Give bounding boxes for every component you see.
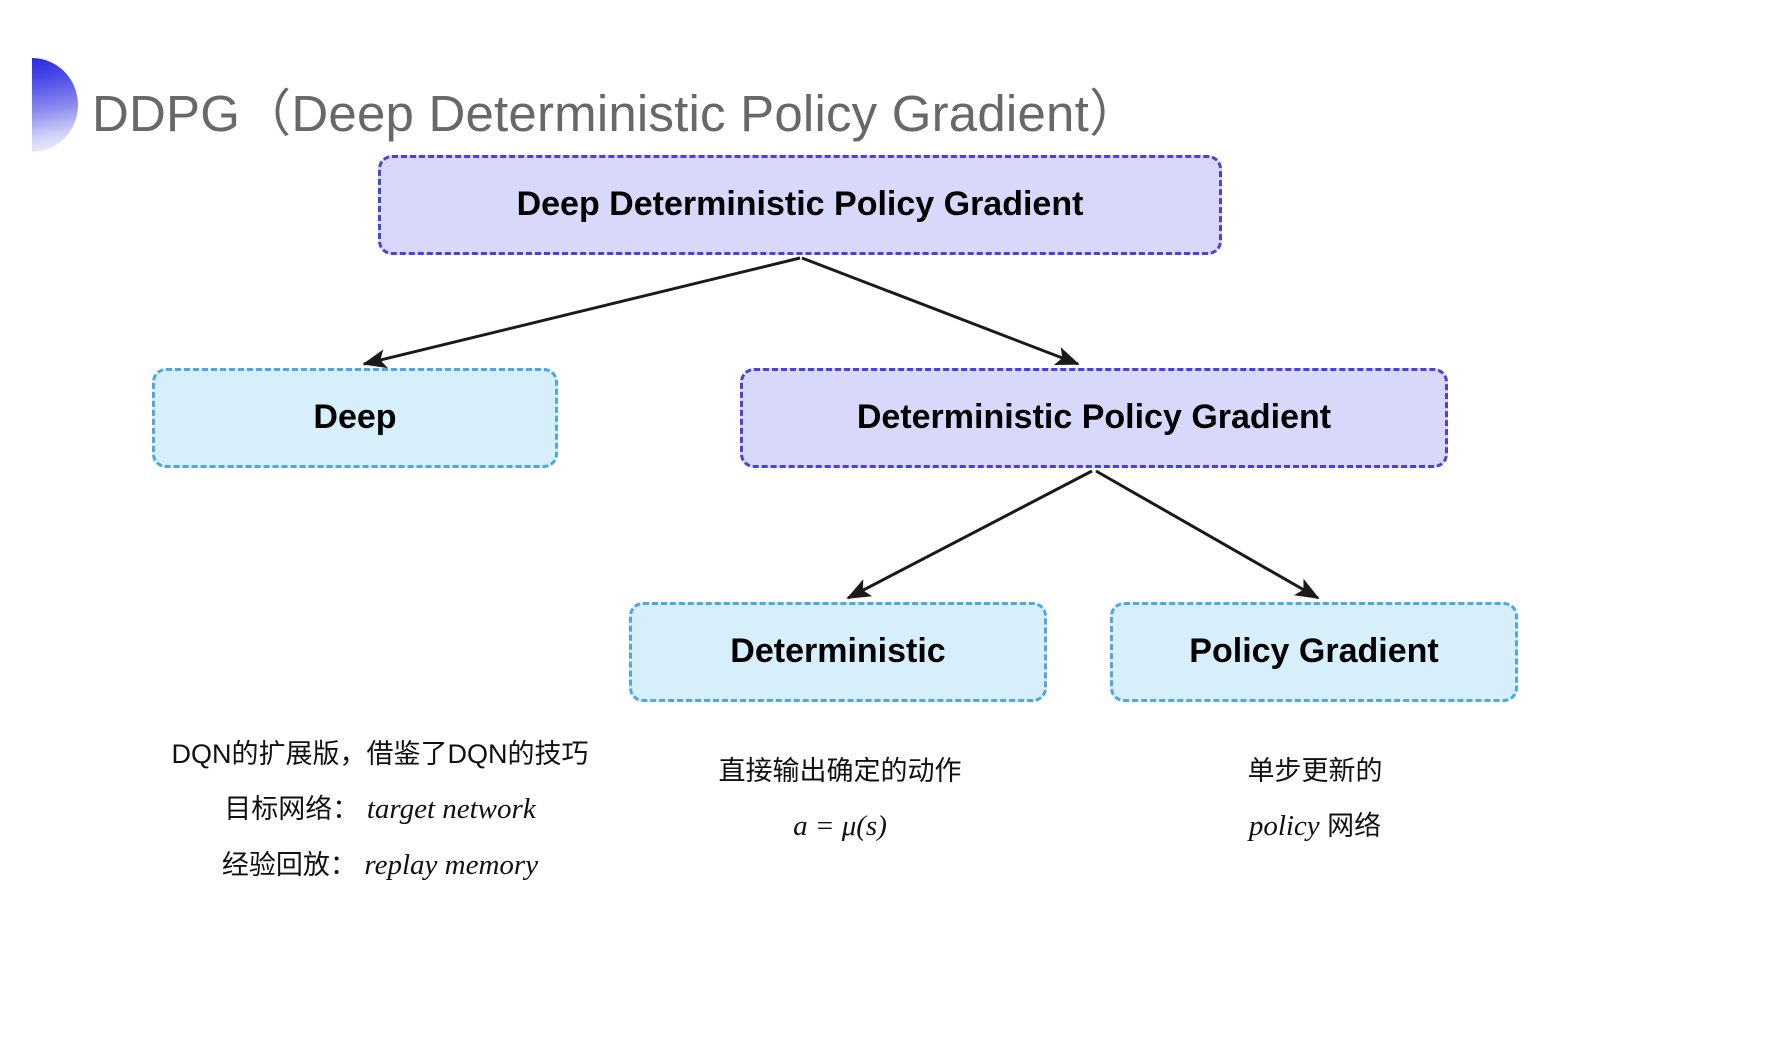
caption-policy-gradient-suffix: 网络: [1319, 810, 1382, 841]
caption-deep-line-2-math: target network: [366, 792, 536, 825]
page-title: DDPG（Deep Deterministic Policy Gradient）: [92, 85, 1141, 142]
caption-policy-gradient-line-2: policy 网络: [1115, 798, 1515, 855]
node-policy-gradient[interactable]: Policy Gradient: [1110, 602, 1518, 702]
caption-deep-line-3-label: 经验回放：: [221, 850, 357, 881]
half-circle-gradient-icon: [32, 58, 78, 152]
node-deterministic[interactable]: Deterministic: [629, 602, 1047, 702]
node-deep[interactable]: Deep: [152, 368, 558, 468]
edge-dpg-to-policy-gradient: [1095, 469, 1320, 600]
caption-deep-line-1: DQN的扩展版，借鉴了DQN的技巧: [171, 739, 589, 769]
caption-deep-line-2-label: 目标网络：: [224, 793, 360, 824]
caption-policy-gradient-line-1: 单步更新的: [1247, 756, 1383, 786]
node-deterministic-policy-gradient[interactable]: Deterministic Policy Gradient: [740, 368, 1448, 468]
edge-root-to-deep: [362, 256, 801, 369]
caption-deep-line-3: 经验回放： replay memory: [90, 837, 670, 894]
caption-policy-gradient: 单步更新的 policy 网络: [1115, 745, 1515, 854]
caption-deterministic-line-1: 直接输出确定的动作: [718, 756, 962, 786]
caption-deep: DQN的扩展版，借鉴了DQN的技巧 目标网络： target network 经…: [90, 728, 670, 894]
caption-deterministic: 直接输出确定的动作 a = μ(s): [640, 745, 1040, 854]
node-deep-deterministic-policy-gradient[interactable]: Deep Deterministic Policy Gradient: [378, 155, 1222, 255]
caption-policy-gradient-math: policy: [1248, 809, 1320, 842]
caption-deterministic-formula: a = μ(s): [793, 809, 887, 842]
edge-root-to-dpg: [801, 256, 1080, 366]
slide-left-margin: [0, 0, 26, 1056]
caption-deep-line-2: 目标网络： target network: [90, 781, 670, 838]
edge-dpg-to-deterministic: [846, 469, 1093, 600]
caption-deep-line-3-math: replay memory: [364, 849, 539, 882]
slide-bottom-margin: [0, 1034, 1778, 1056]
